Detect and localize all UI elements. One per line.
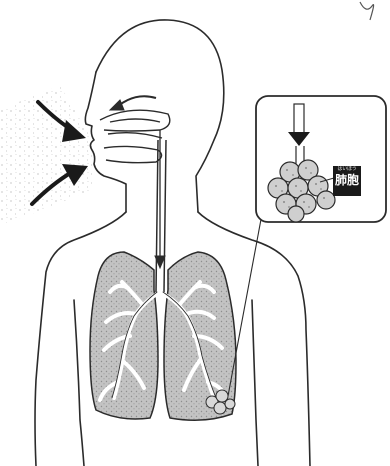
nasal-cavity — [100, 110, 170, 163]
alveoli-label-ruby: はいほう — [333, 166, 361, 172]
alveoli-label-text: 肺胞 — [333, 174, 361, 187]
pencil-stroke — [360, 2, 374, 20]
alveoli-label: はいほう 肺胞 — [333, 166, 361, 196]
trachea — [156, 140, 166, 292]
air-spray — [0, 85, 92, 225]
zoom-leader-line — [228, 214, 262, 396]
